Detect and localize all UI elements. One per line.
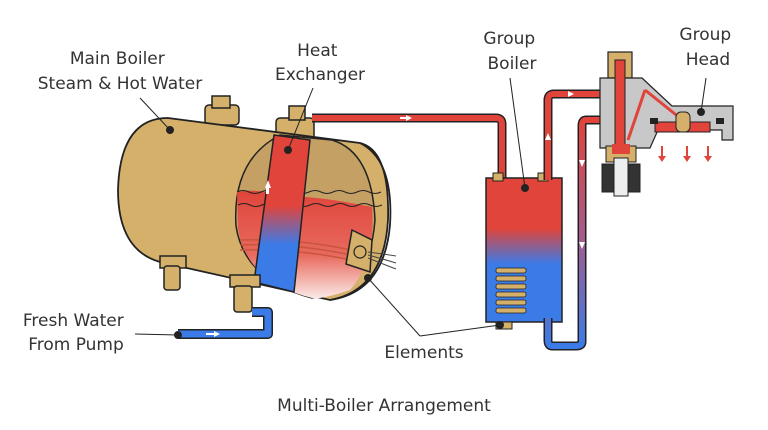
group-supply-pipe bbox=[545, 91, 604, 180]
inlet-fitting bbox=[229, 274, 261, 313]
main-boiler bbox=[117, 95, 397, 313]
group-head bbox=[599, 51, 734, 197]
group-boiler bbox=[485, 172, 563, 330]
boiler-bottom-fitting bbox=[159, 255, 187, 291]
group-boiler-element-coil bbox=[495, 267, 527, 314]
label-main-boiler: Main Boiler Steam & Hot Water bbox=[38, 49, 202, 94]
group-return-pipe bbox=[545, 117, 604, 349]
diagram-caption: Multi-Boiler Arrangement bbox=[277, 396, 491, 416]
flow-arrow-down bbox=[579, 160, 585, 167]
label-fresh-water: Fresh Water From Pump bbox=[23, 311, 129, 355]
flow-arrow-down bbox=[579, 242, 585, 249]
label-group-head: Group Head bbox=[679, 25, 736, 70]
coffee-outflow-arrows bbox=[658, 146, 712, 162]
flow-arrow-up bbox=[545, 133, 551, 140]
flow-arrow-up bbox=[265, 180, 271, 188]
fresh-water-pipe bbox=[178, 308, 272, 338]
flow-arrow-right bbox=[406, 115, 412, 121]
hot-transfer-pipe bbox=[312, 115, 505, 180]
label-elements: Elements bbox=[384, 343, 463, 363]
flow-arrow-right bbox=[214, 331, 220, 337]
heat-exchanger-tube bbox=[253, 134, 311, 293]
element-flange bbox=[345, 228, 397, 274]
boiler-top-fitting bbox=[204, 95, 240, 126]
label-heat-exchanger: Heat Exchanger bbox=[275, 41, 365, 85]
flow-arrow-right bbox=[568, 91, 574, 97]
leader-lines bbox=[134, 77, 707, 339]
label-group-boiler: Group Boiler bbox=[483, 29, 540, 74]
